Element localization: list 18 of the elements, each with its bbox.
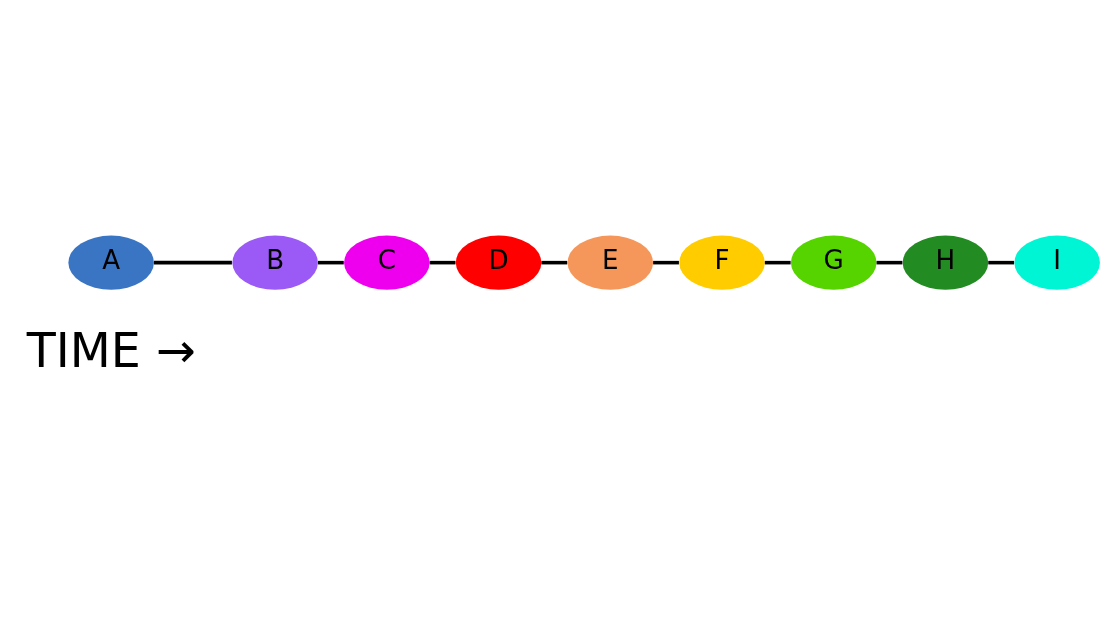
connector bbox=[429, 260, 456, 265]
node-ellipse: A bbox=[68, 235, 154, 290]
connector bbox=[153, 260, 232, 265]
connector bbox=[653, 260, 679, 265]
node-ellipse: B bbox=[232, 235, 318, 290]
node-ellipse: H bbox=[902, 235, 989, 290]
node-ellipse: I bbox=[1014, 235, 1100, 290]
connector bbox=[318, 260, 344, 265]
node-ellipse: F bbox=[679, 235, 765, 290]
label: TIME → bbox=[26, 323, 196, 379]
node-ellipse: D bbox=[455, 235, 542, 290]
connector bbox=[541, 260, 568, 265]
connector bbox=[764, 260, 791, 265]
connector bbox=[876, 260, 903, 265]
connector bbox=[988, 260, 1015, 265]
node-ellipse: G bbox=[790, 235, 877, 290]
node-ellipse: E bbox=[567, 235, 654, 290]
node-ellipse: C bbox=[344, 235, 430, 290]
